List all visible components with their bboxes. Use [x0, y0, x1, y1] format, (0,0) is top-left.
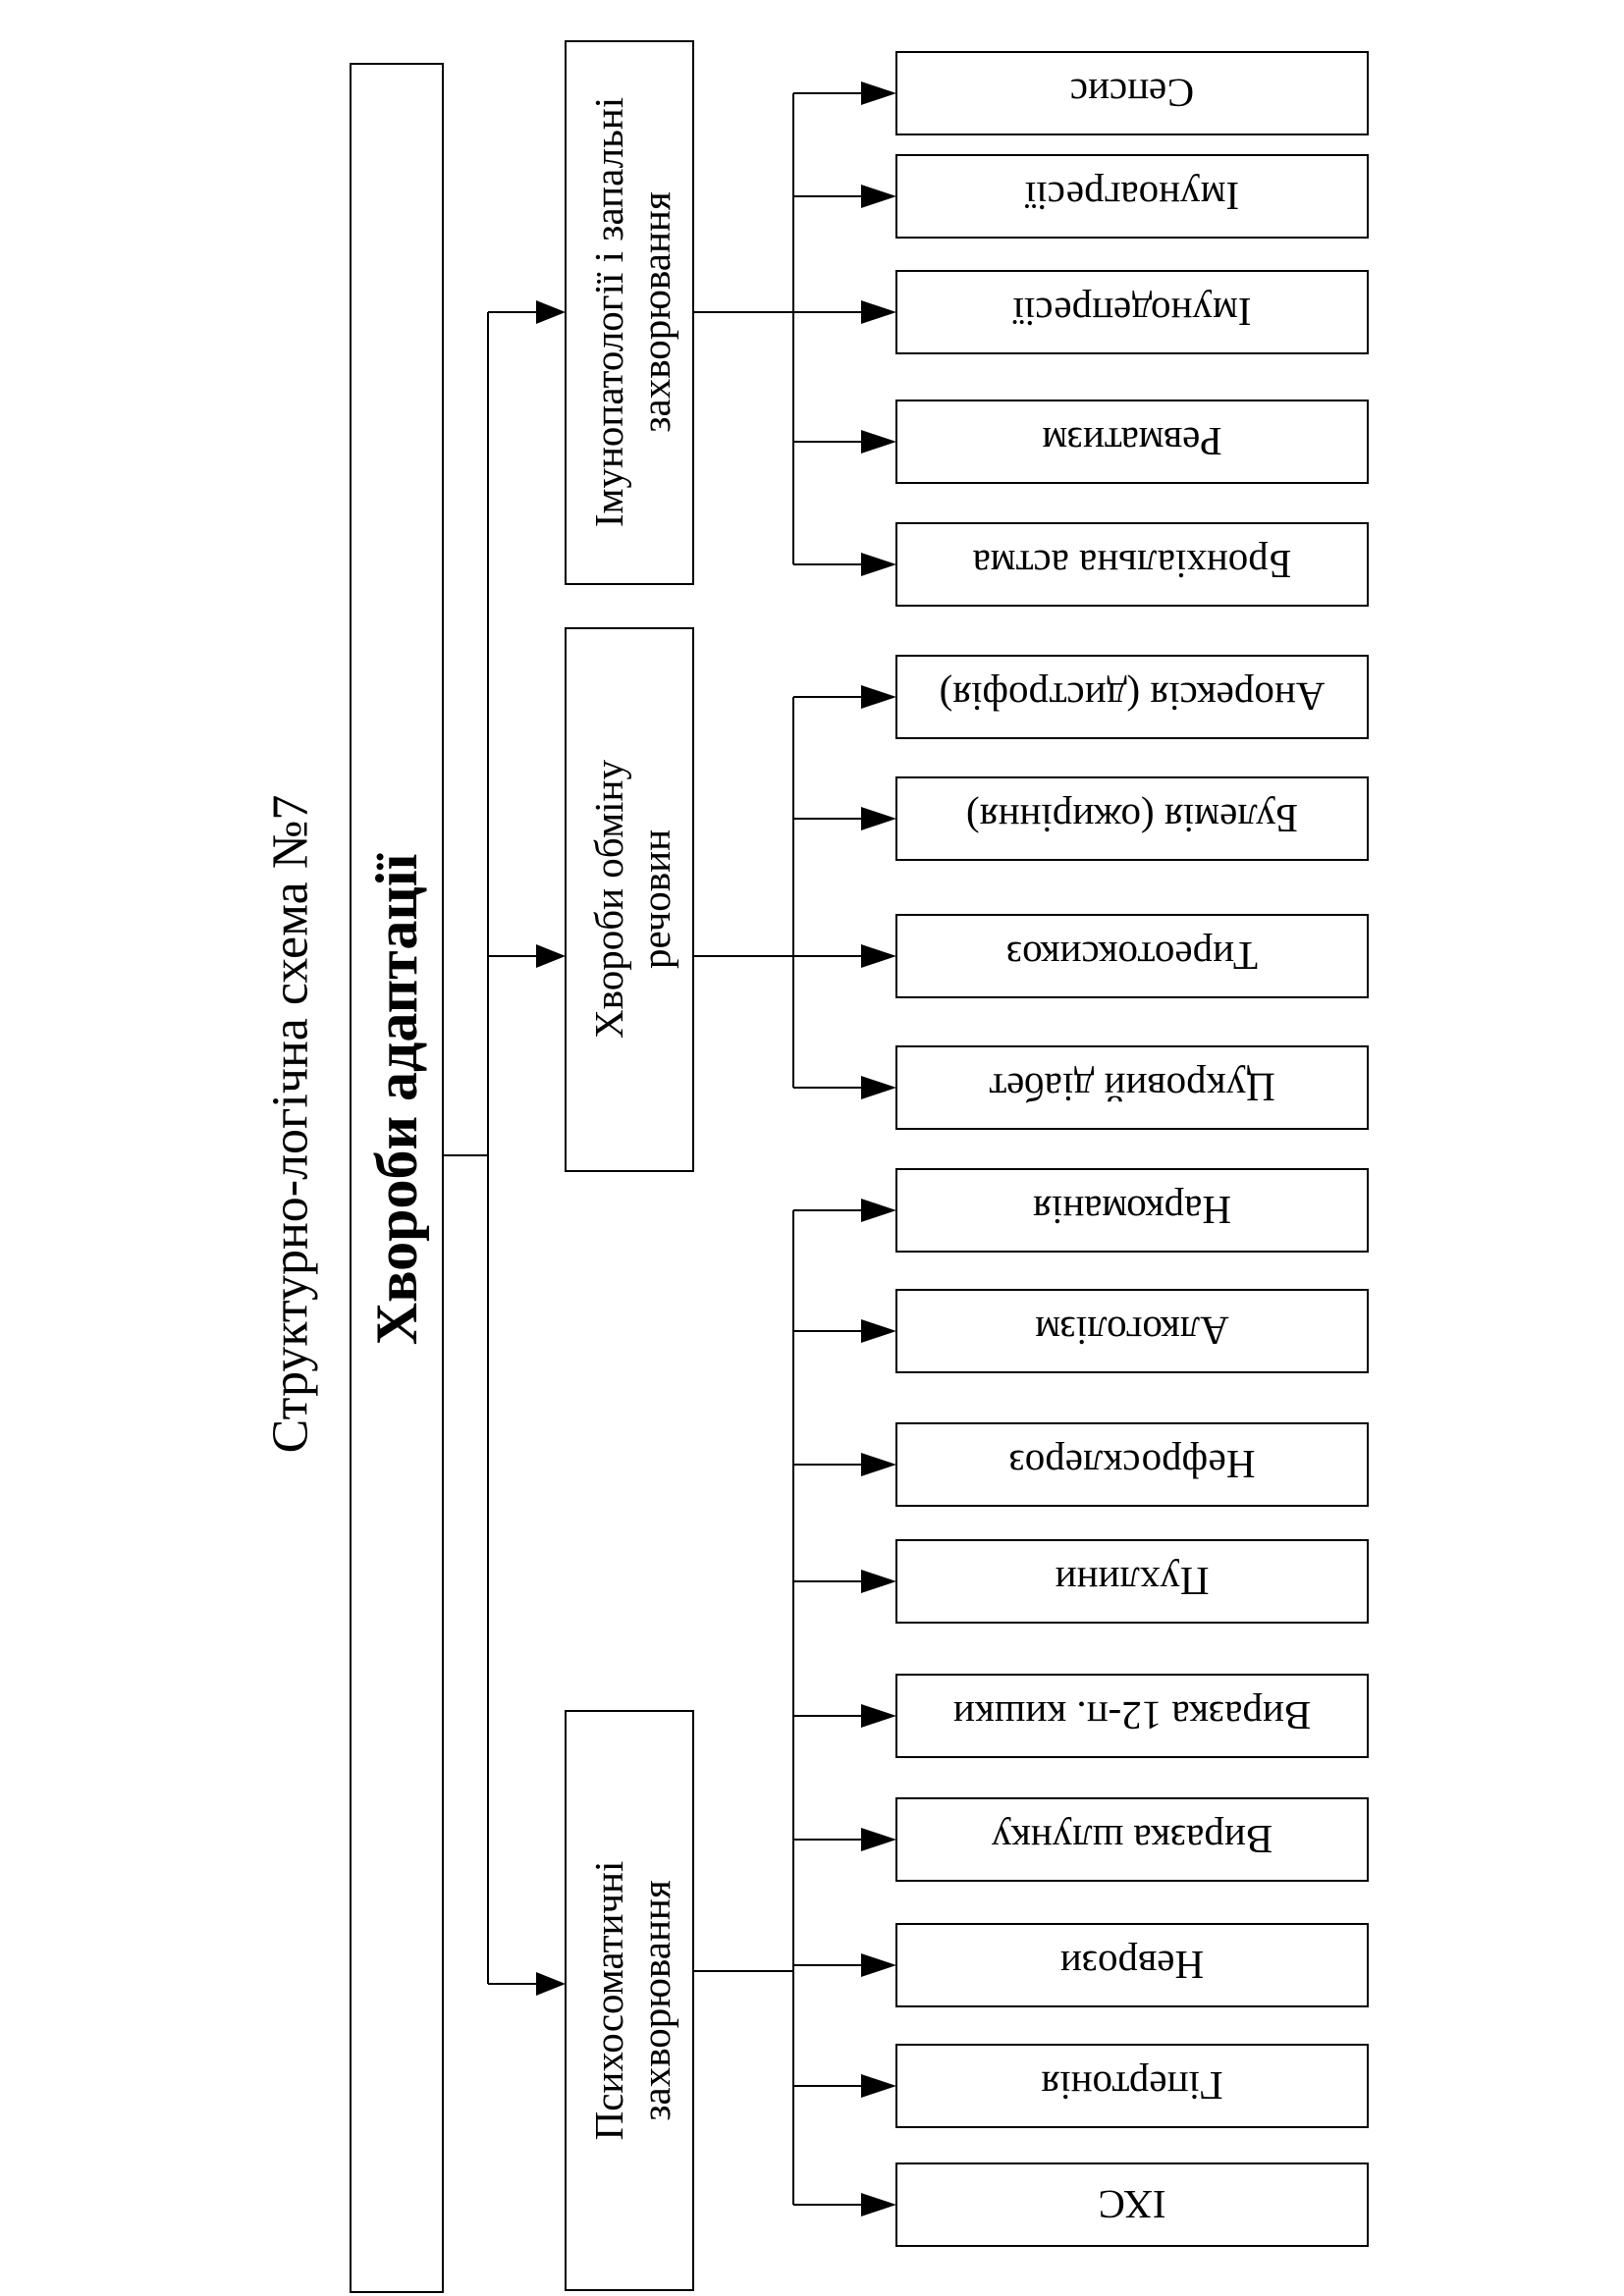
category-label-line-2: захворювання: [633, 191, 678, 433]
category-immunopathology-connectors: [693, 81, 896, 576]
leaf-bulimia: Булемія (ожиріння): [895, 776, 1369, 861]
leaf-immunoaggression: Імуноагресії: [895, 154, 1369, 239]
category-box: [565, 627, 694, 1172]
leaf-label: Сепсис: [1070, 71, 1194, 116]
leaf-label: Імуноагресії: [1024, 174, 1239, 219]
leaf-duodenal-ulcer: Виразка 12-п. кишки: [895, 1674, 1369, 1758]
leaf-label: Ревматизм: [1042, 419, 1221, 464]
leaf-label: Анорексія (дистрофія): [940, 674, 1326, 720]
category-box: [565, 40, 694, 585]
category-immunopathology: Імунопатології і запальні захворювання: [565, 40, 694, 585]
leaf-label: Бронхіальна астма: [973, 542, 1292, 587]
category-box: [565, 1710, 694, 2291]
category-label-line-1: Хвороби обміну: [586, 760, 631, 1039]
leaf-label: Булемія (ожиріння): [966, 796, 1298, 841]
category-metabolic-connectors: [693, 685, 896, 1099]
leaf-diabetes: Цукровий діабет: [895, 1045, 1369, 1130]
leaf-label: Нефросклероз: [1009, 1442, 1256, 1487]
leaf-rheumatism: Ревматизм: [895, 400, 1369, 484]
leaf-label: Тиреотоксикоз: [1006, 934, 1258, 979]
category-label-line-1: Імунопатології і запальні: [586, 97, 631, 527]
category-label-line-2: захворювання: [633, 1880, 678, 2121]
leaf-label: Неврози: [1060, 1943, 1204, 1988]
category-metabolic: Хвороби обміну речовин: [565, 627, 694, 1172]
leaf-label: Виразка шлунку: [991, 1817, 1272, 1862]
leaf-label: Пухлини: [1056, 1559, 1210, 1604]
category-label-line-1: Психосоматичні: [586, 1861, 631, 2141]
leaf-drug-addiction: Наркоманія: [895, 1168, 1369, 1253]
leaf-tumors: Пухлини: [895, 1539, 1369, 1624]
leaf-label: Наркоманія: [1033, 1188, 1231, 1233]
leaf-stomach-ulcer: Виразка шлунку: [895, 1797, 1369, 1882]
category-psychosomatic-connectors: [693, 1199, 896, 2216]
leaf-label: Виразка 12-п. кишки: [953, 1693, 1311, 1738]
leaf-label: Цукровий діабет: [989, 1065, 1274, 1110]
category-label-line-2: речовин: [633, 829, 678, 969]
leaf-nephrosclerosis: Нефросклероз: [895, 1422, 1369, 1507]
leaf-label: Алкоголізм: [1035, 1308, 1229, 1354]
leaf-label: Імунодепресії: [1012, 290, 1252, 335]
main-title: Хвороби адаптації: [364, 853, 429, 1345]
leaf-thyrotoxicosis: Тиреотоксикоз: [895, 914, 1369, 998]
main-connectors: [443, 300, 566, 1996]
leaf-anorexia: Анорексія (дистрофія): [895, 655, 1369, 739]
leaf-neuroses: Неврози: [895, 1923, 1369, 2007]
category-psychosomatic: Психосоматичні захворювання: [565, 1710, 694, 2291]
main-box: [350, 63, 444, 2293]
leaf-sepsis: Сепсис: [895, 51, 1369, 135]
leaf-immunodepression: Імунодепресії: [895, 270, 1369, 354]
leaf-hypertension: Гіпертонія: [895, 2044, 1369, 2128]
leaf-bronchial-asthma: Бронхіальна астма: [895, 522, 1369, 607]
diagram-title: Структурно-логічна схема №7: [263, 795, 319, 1454]
leaf-label: Гіпертонія: [1041, 2063, 1222, 2109]
leaf-alcoholism: Алкоголізм: [895, 1289, 1369, 1373]
leaf-ischemic-heart-disease: ІХС: [895, 2163, 1369, 2247]
leaf-label: ІХС: [1098, 2182, 1165, 2227]
